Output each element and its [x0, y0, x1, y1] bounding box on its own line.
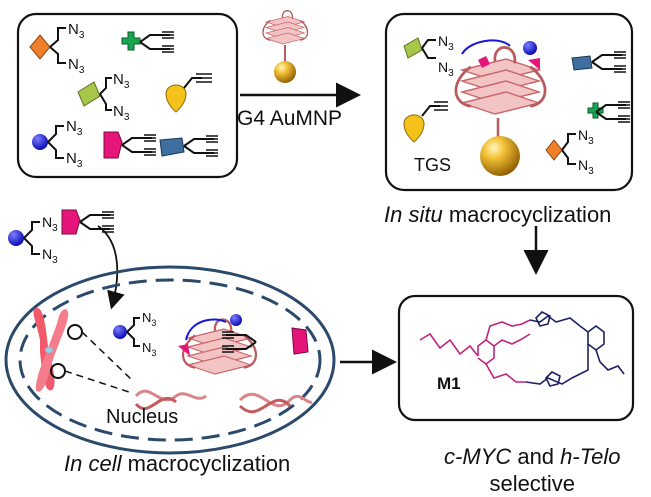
product-box [397, 294, 635, 422]
chromosome-icon [33, 307, 133, 394]
svg-text:N3: N3 [66, 118, 83, 138]
azide-sub: 3 [79, 65, 85, 76]
cell-alkyne-pink-icon [61, 209, 115, 235]
azide-sub: 3 [77, 127, 83, 138]
reagent-pool-box [16, 12, 239, 179]
compound-label: M1 [437, 374, 461, 393]
azide-label: N [438, 33, 448, 49]
azide-sub: 3 [77, 159, 83, 170]
svg-text:N3: N3 [68, 56, 85, 76]
tgs-alkyne-green-icon [587, 101, 631, 123]
and-label: and [511, 444, 561, 469]
svg-text:N3: N3 [42, 214, 58, 234]
svg-text:N3: N3 [68, 21, 85, 41]
azide-sub: 3 [151, 348, 156, 358]
svg-text:N3: N3 [142, 310, 156, 328]
azide-sub: 3 [52, 223, 58, 234]
azide-label: N [68, 56, 79, 73]
svg-text:N3: N3 [113, 103, 130, 123]
incell-italic: In cell [64, 451, 122, 476]
uptake-arrow [97, 225, 125, 310]
azide-orange-icon [29, 27, 66, 64]
azide-sub: 3 [52, 255, 58, 266]
azide-label: N [578, 127, 588, 143]
incell-rest: macrocyclization [121, 451, 291, 476]
svg-text:N3: N3 [438, 59, 454, 79]
azide-label: N [142, 310, 151, 325]
azide-label: N [66, 150, 77, 167]
azide-label: N [113, 103, 124, 120]
svg-text:N3: N3 [142, 340, 156, 358]
svg-text:N3: N3 [113, 71, 130, 91]
azide-label: N [42, 214, 52, 230]
reagent-label: G4 AuMNP [237, 107, 343, 130]
azide-blue-icon [32, 125, 64, 159]
alkyne-green-icon [121, 31, 175, 53]
azide-label: N [68, 21, 79, 38]
alkyne-yellow-icon [165, 73, 212, 113]
insitu-italic: In situ [384, 202, 443, 227]
alkyne-pink-icon [103, 131, 157, 159]
macrocycle-structure-icon [419, 311, 625, 387]
g4-gold-nanoparticle-icon [262, 10, 309, 83]
azide-label: N [66, 118, 77, 135]
azide-sub: 3 [588, 166, 594, 177]
nucleus-membrane [18, 278, 322, 442]
azide-sub: 3 [448, 42, 454, 53]
svg-text:N3: N3 [438, 33, 454, 53]
g4-template-icon [454, 39, 547, 176]
svg-text:N3: N3 [578, 157, 594, 177]
dna-duplex-icon [134, 389, 313, 414]
svg-text:N3: N3 [66, 150, 83, 170]
tgs-box [384, 12, 634, 192]
azide-sub: 3 [124, 80, 130, 91]
cell-outer-membrane [4, 265, 336, 455]
tgs-azide-orange-icon [545, 133, 576, 165]
azide-label: N [142, 340, 151, 355]
azide-label: N [113, 71, 124, 88]
target1-label: c-MYC [444, 444, 512, 469]
incell-g4-complex-icon [178, 314, 258, 376]
tgs-alkyne-steel-icon [571, 51, 627, 73]
azide-lime-icon [77, 77, 112, 111]
selective-label: selective [489, 471, 576, 496]
svg-text:N3: N3 [578, 127, 594, 147]
target2-label: h-Telo [560, 444, 621, 469]
incell-caption: In cell macrocyclization [64, 451, 290, 477]
azide-label: N [42, 246, 52, 262]
azide-sub: 3 [448, 68, 454, 79]
azide-label: N [578, 157, 588, 173]
tgs-label: TGS [414, 155, 452, 175]
alkyne-steel-icon [159, 135, 219, 157]
tgs-alkyne-yellow-icon [403, 101, 448, 143]
svg-text:N3: N3 [42, 246, 58, 266]
insitu-rest: macrocyclization [442, 202, 612, 227]
nucleus-label: Nucleus [106, 406, 179, 428]
tgs-azide-lime-icon [403, 37, 436, 59]
incell-alkyne-pink-icon [221, 327, 309, 355]
azide-sub: 3 [588, 136, 594, 147]
azide-sub: 3 [79, 30, 85, 41]
azide-label: N [438, 59, 448, 75]
azide-sub: 3 [124, 112, 130, 123]
incell-azide-blue-icon [113, 317, 140, 347]
insitu-caption: In situ macrocyclization [384, 202, 611, 228]
cell-azide-blue-icon [8, 221, 40, 255]
azide-sub: 3 [151, 318, 156, 328]
